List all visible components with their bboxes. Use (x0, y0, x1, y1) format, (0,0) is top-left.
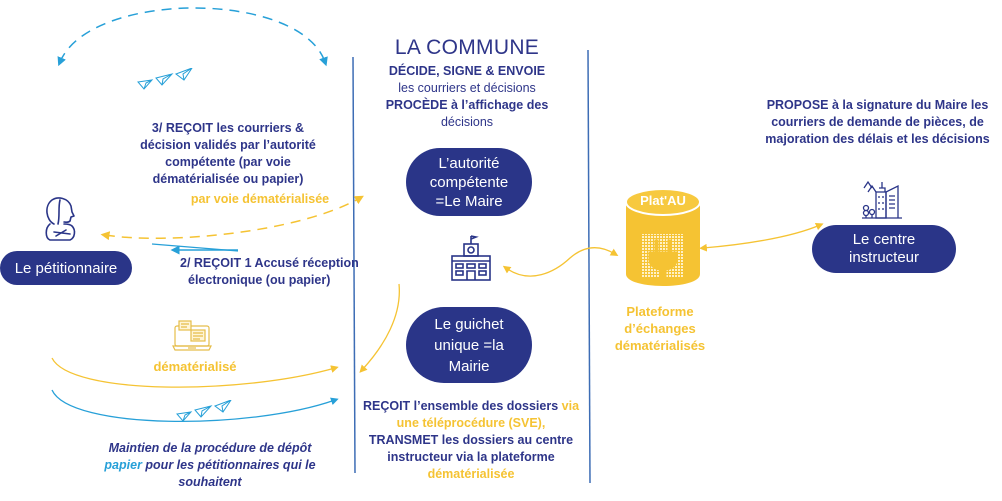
platau-label: Plat'AU (640, 193, 686, 208)
dashed-arc-top (57, 7, 328, 67)
divider-left (352, 56, 356, 474)
person-icon (40, 194, 80, 244)
platau-description: Plateforme d’échanges dématérialisés (614, 304, 706, 353)
guichet-description: REÇOIT l’ensemble des dossiers via une t… (362, 399, 580, 481)
paper-planes-icon (175, 398, 235, 426)
town-hall-icon (450, 234, 492, 282)
commune-description: DÉCIDE, SIGNE & ENVOIE les courriers et … (385, 64, 549, 129)
petitionnaire-pill[interactable]: Le pétitionnaire (0, 251, 132, 285)
centre-description: PROPOSE à la signature du Maire les cour… (765, 98, 990, 146)
paper-planes-icon (136, 66, 196, 94)
autorite-competente-pill[interactable]: L’autorité compétente =Le Maire (406, 148, 532, 216)
city-buildings-icon (862, 180, 902, 220)
divider-right (587, 49, 591, 484)
platau-database-icon[interactable]: Plat'AU (624, 188, 702, 288)
arc-paper (51, 389, 339, 422)
arrow-townhall-platau (502, 247, 619, 277)
dematerialise-label: dématérialisé (153, 359, 237, 374)
guichet-unique-pill[interactable]: Le guichet unique =la Mairie (406, 307, 532, 383)
maintien-papier-text: Maintien de la procédure de dépôt papier… (104, 441, 316, 489)
arrow-platau-centre (699, 222, 824, 252)
step2-text: 2/ REÇOIT 1 Accusé réception électroniqu… (180, 256, 359, 287)
arc-dematerialise (51, 357, 339, 388)
centre-instructeur-pill[interactable]: Le centre instructeur (812, 225, 956, 273)
arrow-maire-guichet (359, 283, 400, 373)
step3-text: 3/ REÇOIT les courriers & décision valid… (140, 121, 316, 186)
laptop-chat-icon (172, 320, 212, 352)
step3-channel: par voie dématérialisée (190, 192, 330, 206)
commune-title: LA COMMUNE (394, 36, 540, 59)
